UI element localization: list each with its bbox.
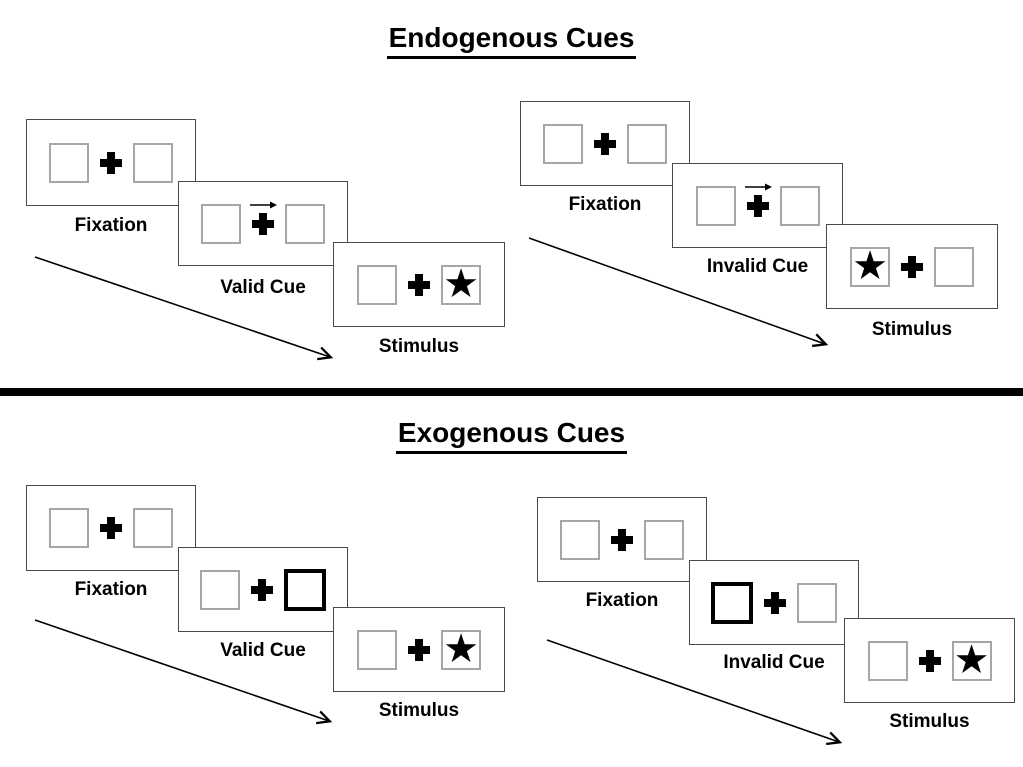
fixation-cross-icon (611, 528, 633, 551)
right-target-box: ★ (951, 636, 992, 683)
fixation-cross-icon (100, 517, 122, 539)
panel-label-stimulus: Stimulus (378, 336, 460, 357)
panel-endogenous-valid-cue (178, 181, 348, 266)
star-stimulus-icon: ★ (953, 636, 990, 683)
fixation-cross-icon (764, 591, 786, 614)
star-stimulus-icon: ★ (852, 242, 888, 289)
fixation-cross-icon (252, 212, 274, 235)
time-arrow-endogenous-invalid (528, 237, 829, 348)
time-arrow-exogenous-valid (34, 619, 333, 725)
left-target-box (49, 508, 89, 548)
star-stimulus-icon: ★ (443, 260, 479, 307)
right-target-box (797, 582, 837, 623)
panel-label-stimulus: Stimulus (889, 711, 970, 732)
panel-exogenous-valid-cue (178, 547, 348, 632)
left-target-box-highlighted (711, 581, 753, 624)
panel-endogenous-valid-fixation (26, 119, 196, 206)
right-arrow-cue-icon (744, 183, 772, 190)
fixation-cross-icon (746, 194, 769, 217)
fixation-cross-icon (408, 273, 430, 296)
panel-label-valid-cue: Valid Cue (220, 640, 306, 661)
fixation-cross-icon (901, 255, 923, 278)
right-target-box (285, 203, 325, 244)
left-target-box (201, 203, 241, 244)
left-target-box (357, 264, 397, 305)
panel-label-invalid-cue: Invalid Cue (706, 256, 809, 277)
fixation-cross-icon (918, 649, 941, 672)
section-title-endogenous: Endogenous Cues (0, 21, 1023, 59)
time-arrow-endogenous-valid (34, 256, 334, 361)
panel-label-fixation: Fixation (74, 215, 148, 236)
right-target-box (627, 123, 667, 164)
left-target-box (357, 629, 397, 670)
section-title-exogenous: Exogenous Cues (0, 416, 1023, 454)
section-title-endogenous-text: Endogenous Cues (386, 21, 637, 59)
panel-exogenous-invalid-stimulus: ★ (844, 618, 1015, 703)
panel-endogenous-invalid-fixation (520, 101, 690, 186)
panel-endogenous-invalid-cue (672, 163, 843, 248)
right-arrow-cue-icon (250, 201, 277, 208)
left-target-box: ★ (850, 242, 890, 289)
left-target-box (560, 519, 600, 560)
left-target-box (867, 640, 908, 681)
panel-exogenous-invalid-cue (689, 560, 859, 645)
section-divider (0, 388, 1023, 396)
right-target-box: ★ (441, 260, 481, 307)
panel-label-stimulus: Stimulus (871, 319, 953, 340)
left-target-box (543, 123, 583, 164)
panel-endogenous-valid-stimulus: ★ (333, 242, 505, 327)
right-target-box-highlighted (284, 568, 326, 611)
fixation-cross-icon (594, 132, 616, 155)
left-target-box (49, 142, 89, 183)
panel-exogenous-valid-fixation (26, 485, 196, 571)
panel-label-fixation: Fixation (74, 579, 148, 600)
fixation-cross-icon (100, 151, 122, 174)
right-target-box (133, 142, 173, 183)
panel-exogenous-invalid-fixation (537, 497, 707, 582)
left-target-box (695, 185, 736, 226)
right-target-box (934, 246, 974, 287)
fixation-cross-icon (251, 578, 273, 601)
section-title-exogenous-text: Exogenous Cues (395, 416, 628, 454)
panel-label-invalid-cue: Invalid Cue (723, 652, 825, 673)
right-target-box (644, 519, 684, 560)
right-target-box: ★ (441, 625, 481, 672)
panel-exogenous-valid-stimulus: ★ (333, 607, 505, 692)
fixation-cross-icon (408, 638, 430, 661)
panel-label-fixation: Fixation (568, 194, 642, 215)
panel-label-stimulus: Stimulus (378, 700, 460, 721)
panel-label-fixation: Fixation (585, 590, 659, 611)
right-target-box (133, 508, 173, 548)
panel-label-valid-cue: Valid Cue (220, 277, 306, 298)
star-stimulus-icon: ★ (443, 625, 479, 672)
left-target-box (200, 569, 240, 610)
panel-endogenous-invalid-stimulus: ★ (826, 224, 998, 309)
right-target-box (779, 185, 820, 226)
